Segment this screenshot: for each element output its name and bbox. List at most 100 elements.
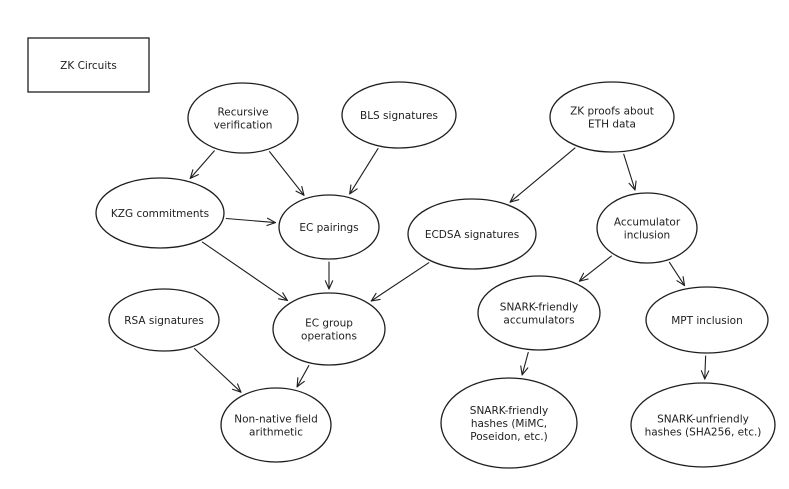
node-rsa: RSA signatures — [108, 288, 220, 352]
node-bls-ellipse — [341, 81, 457, 149]
arrowhead-icon — [231, 383, 242, 393]
arrowhead-icon — [700, 370, 710, 380]
node-zk-eth-label: ZK proofs about — [570, 106, 654, 118]
arrowhead-icon — [578, 272, 589, 282]
node-snark-hashes-label: hashes (MiMC, — [471, 418, 547, 430]
edge-rsa-to-non-native — [193, 348, 242, 393]
edges-layer — [189, 147, 710, 393]
edge-line — [370, 262, 430, 302]
edge-accumulator-to-snark-acc — [578, 255, 612, 282]
edge-line — [509, 147, 576, 203]
edge-line — [193, 348, 242, 393]
node-rsa-label: RSA signatures — [124, 315, 204, 327]
edge-kzg-to-ec-pairings — [225, 217, 276, 227]
node-snark-acc-label: accumulators — [503, 315, 574, 327]
edge-zk-eth-to-ecdsa — [509, 147, 576, 203]
title-box-frame — [27, 37, 150, 93]
arrowhead-icon — [324, 280, 334, 290]
edge-recursive-to-kzg — [189, 150, 215, 179]
edge-line — [201, 241, 288, 302]
node-snark-hashes-label: Poseidon, etc.) — [470, 431, 547, 443]
arrowhead-icon — [520, 365, 529, 376]
node-snark-unfriendly-label: SNARK-unfriendly — [657, 414, 749, 426]
arrowhead-icon — [266, 217, 276, 227]
node-non-native-label: arithmetic — [249, 427, 303, 439]
node-kzg-ellipse — [95, 177, 225, 249]
node-bls: BLS signatures — [341, 81, 457, 149]
node-accumulator-label: Accumulator — [614, 217, 681, 229]
title-box: ZK Circuits — [27, 37, 150, 93]
node-snark-acc-ellipse — [477, 275, 601, 351]
arrowhead-icon — [189, 169, 199, 179]
edge-line — [623, 153, 636, 191]
node-mpt-ellipse — [645, 286, 769, 354]
node-ecdsa-ellipse — [407, 198, 537, 270]
edge-kzg-to-ec-group — [201, 241, 288, 302]
node-bls-label: BLS signatures — [360, 110, 438, 122]
node-mpt: MPT inclusion — [645, 286, 769, 354]
node-snark-hashes-label: SNARK-friendly — [470, 405, 548, 417]
edge-accumulator-to-mpt — [668, 261, 686, 287]
arrowhead-icon — [676, 276, 686, 287]
node-recursive-label: verification — [214, 120, 273, 132]
edge-mpt-to-snark-unfriendly — [700, 355, 710, 380]
edge-ec-group-to-non-native — [296, 365, 310, 388]
node-non-native-label: Non-native field — [234, 414, 318, 426]
node-snark-acc-label: SNARK-friendly — [500, 302, 578, 314]
node-ec-pairings-label: EC pairings — [299, 222, 358, 234]
edge-line — [268, 151, 305, 196]
node-non-native-ellipse — [220, 387, 332, 463]
arrowhead-icon — [509, 193, 520, 203]
node-accumulator-ellipse — [596, 192, 698, 264]
arrowhead-icon — [370, 292, 381, 302]
edge-line — [668, 261, 686, 287]
node-kzg-label: KZG commitments — [111, 208, 209, 220]
edge-line — [189, 150, 215, 179]
edge-bls-to-ec-pairings — [349, 148, 379, 195]
node-kzg: KZG commitments — [95, 177, 225, 249]
node-recursive-label: Recursive — [217, 107, 268, 119]
edge-recursive-to-ec-pairings — [268, 151, 305, 196]
node-ec-group-ellipse — [272, 292, 386, 366]
node-accumulator-label: inclusion — [624, 230, 670, 242]
edge-snark-acc-to-snark-hashes — [520, 351, 529, 376]
node-ec-group-label: EC group — [305, 318, 353, 330]
node-snark-unfriendly-ellipse — [630, 382, 776, 468]
edge-ec-pairings-to-ec-group — [324, 261, 334, 290]
edge-ecdsa-to-ec-group — [370, 262, 430, 302]
node-ecdsa-label: ECDSA signatures — [425, 229, 519, 241]
node-zk-eth-label: ETH data — [588, 119, 636, 131]
edge-line — [704, 355, 707, 380]
arrowhead-icon — [278, 292, 288, 302]
node-rsa-ellipse — [108, 288, 220, 352]
node-snark-hashes-ellipse — [440, 377, 578, 469]
edge-line — [225, 217, 276, 224]
arrowhead-icon — [349, 184, 358, 195]
node-mpt-label: MPT inclusion — [671, 315, 743, 327]
arrowhead-icon — [628, 180, 637, 191]
node-ecdsa: ECDSA signatures — [407, 198, 537, 270]
node-ec-pairings: EC pairings — [278, 194, 380, 260]
node-ec-group-label: operations — [301, 331, 357, 343]
node-ec-pairings-ellipse — [278, 194, 380, 260]
edge-line — [349, 148, 379, 195]
edge-line — [296, 365, 310, 388]
arrowhead-icon — [295, 186, 305, 196]
node-recursive-ellipse — [187, 82, 299, 154]
diagram-title: ZK Circuits — [60, 60, 117, 72]
node-snark-unfriendly-label: hashes (SHA256, etc.) — [645, 427, 762, 439]
edge-zk-eth-to-accumulator — [623, 153, 637, 191]
edge-line — [578, 255, 612, 282]
edge-line — [521, 351, 529, 376]
